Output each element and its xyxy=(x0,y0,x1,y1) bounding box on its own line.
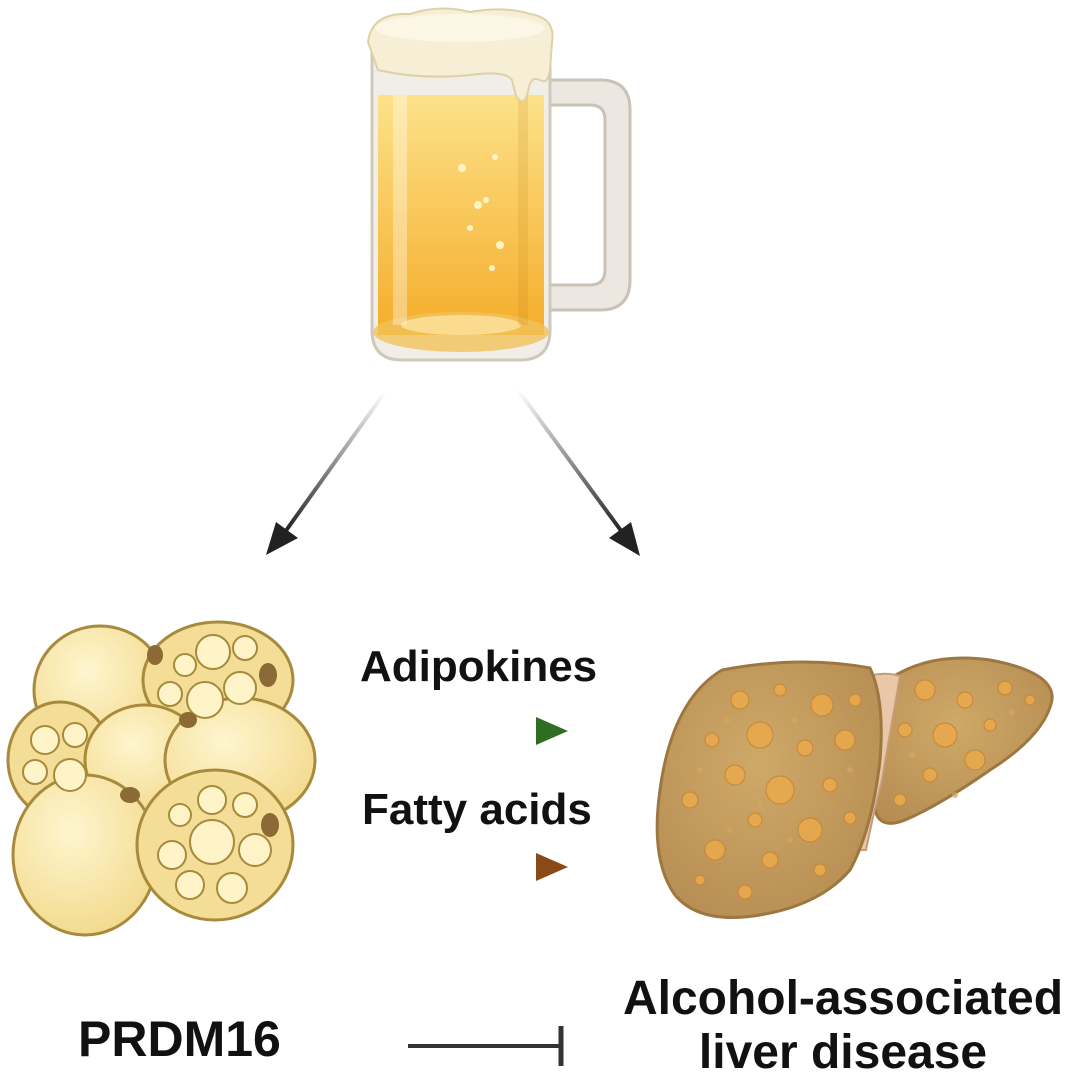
adipokines-label: Adipokines xyxy=(360,642,598,691)
liver-icon xyxy=(655,656,1054,919)
adipokines-arrow xyxy=(402,717,568,745)
beer-mug-icon xyxy=(366,7,632,362)
adipocyte-cluster-icon xyxy=(6,620,317,937)
disease-label-line2: liver disease xyxy=(698,1026,988,1079)
fatty-acids-label: Fatty acids xyxy=(362,785,592,834)
prdm16-label: PRDM16 xyxy=(78,1011,281,1067)
disease-label-line1: Alcohol-associated xyxy=(622,972,1064,1025)
fatty-acids-arrow xyxy=(402,853,568,881)
inhibition-arrow xyxy=(408,1026,564,1066)
arrow-to-adipocytes xyxy=(266,390,387,555)
disease-label: Alcohol-associated liver disease xyxy=(598,972,1088,1080)
arrow-to-liver xyxy=(516,388,640,556)
